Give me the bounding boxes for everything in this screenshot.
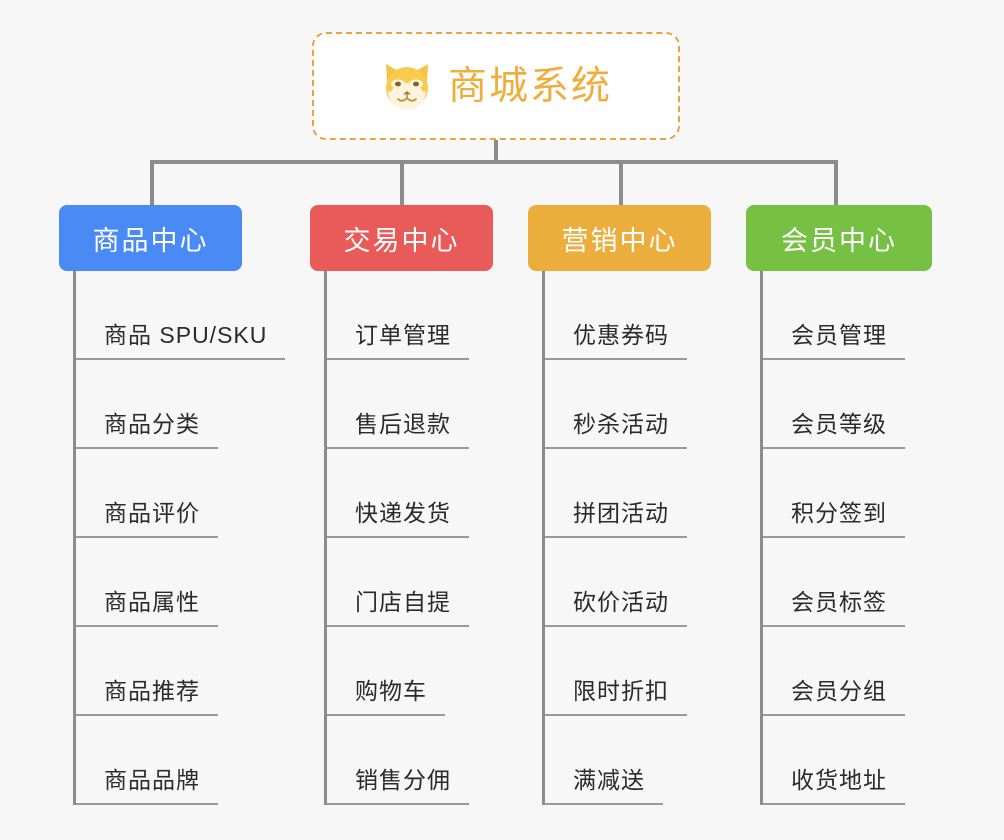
branch-header-1[interactable]: 商品中心 xyxy=(59,205,242,271)
connector-root-stem xyxy=(494,140,498,163)
list-item[interactable]: 限时折扣 xyxy=(545,627,711,716)
root-node[interactable]: 商城系统 xyxy=(312,32,680,140)
list-item[interactable]: 会员分组 xyxy=(763,627,932,716)
branch-items-4: 会员管理 会员等级 积分签到 会员标签 会员分组 收货地址 xyxy=(760,271,932,805)
branch-column-4: 会员中心 会员管理 会员等级 积分签到 会员标签 会员分组 收货地址 xyxy=(746,205,932,805)
list-item[interactable]: 会员等级 xyxy=(763,360,932,449)
list-item[interactable]: 砍价活动 xyxy=(545,538,711,627)
list-item[interactable]: 商品评价 xyxy=(76,449,285,538)
list-item[interactable]: 销售分佣 xyxy=(327,716,493,805)
list-item[interactable]: 商品品牌 xyxy=(76,716,285,805)
leaf-label: 商品品牌 xyxy=(76,767,218,805)
leaf-label: 销售分佣 xyxy=(327,767,469,805)
leaf-label: 购物车 xyxy=(327,678,445,716)
leaf-label: 砍价活动 xyxy=(545,589,687,627)
list-item[interactable]: 积分签到 xyxy=(763,449,932,538)
branch-column-3: 营销中心 优惠券码 秒杀活动 拼团活动 砍价活动 限时折扣 满减送 xyxy=(528,205,711,805)
leaf-label: 拼团活动 xyxy=(545,500,687,538)
leaf-label: 会员分组 xyxy=(763,678,905,716)
list-item[interactable]: 收货地址 xyxy=(763,716,932,805)
list-item[interactable]: 会员标签 xyxy=(763,538,932,627)
leaf-label: 商品推荐 xyxy=(76,678,218,716)
connector-drop-3 xyxy=(619,160,623,207)
leaf-label: 订单管理 xyxy=(327,322,469,360)
branch-header-label-1: 商品中心 xyxy=(92,225,209,256)
branch-header-3[interactable]: 营销中心 xyxy=(528,205,711,271)
list-item[interactable]: 优惠券码 xyxy=(545,271,711,360)
branch-header-2[interactable]: 交易中心 xyxy=(310,205,493,271)
branch-column-1: 商品中心 商品 SPU/SKU 商品分类 商品评价 商品属性 商品推荐 商品品牌 xyxy=(59,205,286,805)
list-item[interactable]: 会员管理 xyxy=(763,271,932,360)
root-title: 商城系统 xyxy=(447,64,612,108)
branch-items-1: 商品 SPU/SKU 商品分类 商品评价 商品属性 商品推荐 商品品牌 xyxy=(73,271,286,805)
leaf-label: 商品属性 xyxy=(76,589,218,627)
leaf-label: 秒杀活动 xyxy=(545,411,687,449)
list-item[interactable]: 订单管理 xyxy=(327,271,493,360)
list-item[interactable]: 门店自提 xyxy=(327,538,493,627)
leaf-label: 优惠券码 xyxy=(545,322,687,360)
list-item[interactable]: 满减送 xyxy=(545,716,711,805)
leaf-label: 快递发货 xyxy=(327,500,469,538)
connector-horizontal-bus xyxy=(150,160,838,164)
connector-drop-4 xyxy=(834,160,838,207)
list-item[interactable]: 秒杀活动 xyxy=(545,360,711,449)
list-item[interactable]: 拼团活动 xyxy=(545,449,711,538)
branch-header-label-3: 营销中心 xyxy=(561,225,678,256)
list-item[interactable]: 快递发货 xyxy=(327,449,493,538)
branch-items-2: 订单管理 售后退款 快递发货 门店自提 购物车 销售分佣 xyxy=(324,271,493,805)
branch-column-2: 交易中心 订单管理 售后退款 快递发货 门店自提 购物车 销售分佣 xyxy=(310,205,493,805)
shiba-dog-face-icon xyxy=(380,60,434,112)
leaf-label: 会员标签 xyxy=(763,589,905,627)
branch-items-3: 优惠券码 秒杀活动 拼团活动 砍价活动 限时折扣 满减送 xyxy=(542,271,711,805)
leaf-label: 门店自提 xyxy=(327,589,469,627)
leaf-label: 收货地址 xyxy=(763,767,905,805)
leaf-label: 商品 SPU/SKU xyxy=(76,322,286,360)
leaf-label: 售后退款 xyxy=(327,411,469,449)
leaf-label: 限时折扣 xyxy=(545,678,687,716)
leaf-label: 满减送 xyxy=(545,767,663,805)
connector-drop-2 xyxy=(400,160,404,207)
leaf-label: 商品分类 xyxy=(76,411,218,449)
leaf-label: 积分签到 xyxy=(763,500,905,538)
list-item[interactable]: 购物车 xyxy=(327,627,493,716)
branch-header-label-4: 会员中心 xyxy=(781,225,897,256)
list-item[interactable]: 商品属性 xyxy=(76,538,285,627)
list-item[interactable]: 商品分类 xyxy=(76,360,285,449)
leaf-label: 会员等级 xyxy=(763,411,905,449)
list-item[interactable]: 商品 SPU/SKU xyxy=(76,271,286,360)
leaf-label: 商品评价 xyxy=(76,500,218,538)
connector-drop-1 xyxy=(150,160,154,207)
branch-header-4[interactable]: 会员中心 xyxy=(746,205,932,271)
branch-header-label-2: 交易中心 xyxy=(343,225,460,256)
list-item[interactable]: 商品推荐 xyxy=(76,627,285,716)
list-item[interactable]: 售后退款 xyxy=(327,360,493,449)
leaf-label: 会员管理 xyxy=(763,322,905,360)
